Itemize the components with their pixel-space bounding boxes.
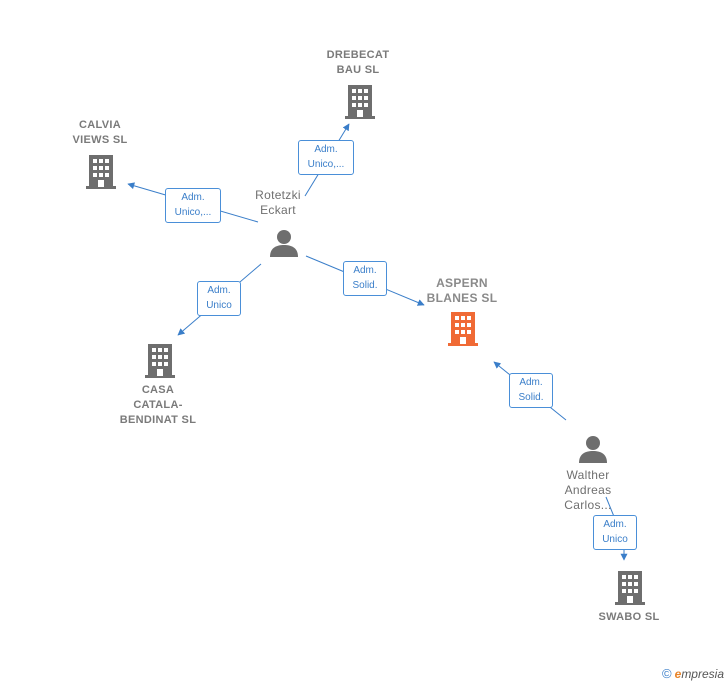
edge-label-walther-aspern[interactable]: Adm. Solid.	[509, 373, 553, 408]
person-icon[interactable]	[269, 228, 299, 258]
edge-label-line: Adm.	[181, 192, 205, 203]
edge-label-line: Solid.	[518, 392, 544, 403]
building-icon[interactable]	[615, 570, 645, 606]
edge-label-rotetzki-casa[interactable]: Adm. Unico	[197, 281, 241, 316]
person-label-rotetzki[interactable]: Rotetzki Eckart	[255, 188, 301, 217]
edge-label-rotetzki-aspern[interactable]: Adm. Solid.	[343, 261, 387, 296]
copyright-symbol: ©	[662, 666, 672, 681]
edge-label-line: Solid.	[352, 280, 378, 291]
brand-e: e	[674, 667, 682, 681]
edge-label-rotetzki-calvia[interactable]: Adm. Unico,...	[165, 188, 221, 223]
empresia-logo: ©empresia	[662, 666, 724, 681]
edge-label-line: Unico,...	[174, 207, 212, 218]
edge-label-line: Unico	[602, 534, 628, 545]
edge-label-line: Unico	[206, 300, 232, 311]
building-icon[interactable]	[448, 311, 478, 347]
edge-label-walther-swabo[interactable]: Adm. Unico	[593, 515, 637, 550]
edge-label-line: Adm.	[353, 265, 377, 276]
building-icon[interactable]	[86, 154, 116, 190]
person-label-walther[interactable]: Walther Andreas Carlos...	[564, 468, 612, 512]
company-label-aspern[interactable]: ASPERN BLANES SL	[426, 276, 498, 305]
edge-label-line: Unico,...	[307, 159, 345, 170]
edge-label-line: Adm.	[314, 144, 338, 155]
edge-label-line: Adm.	[519, 377, 543, 388]
company-label-calvia[interactable]: CALVIA VIEWS SL	[72, 119, 128, 146]
edge-label-rotetzki-drebecat[interactable]: Adm. Unico,...	[298, 140, 354, 175]
brand-name: mpresia	[681, 667, 724, 681]
edge-label-line: Adm.	[603, 519, 627, 530]
company-label-casa[interactable]: CASA CATALA- BENDINAT SL	[119, 384, 197, 426]
edge-label-line: Adm.	[207, 285, 231, 296]
building-icon[interactable]	[145, 343, 175, 379]
company-label-drebecat[interactable]: DREBECAT BAU SL	[326, 49, 390, 76]
person-icon[interactable]	[578, 434, 608, 464]
company-label-swabo[interactable]: SWABO SL	[598, 611, 660, 623]
building-icon[interactable]	[345, 84, 375, 120]
